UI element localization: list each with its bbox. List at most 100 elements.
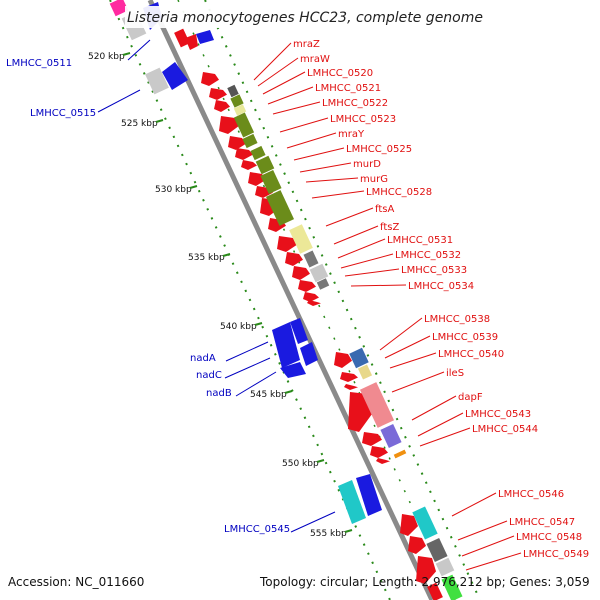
feature-segment [265,190,295,226]
forward-gene-arrow [298,280,316,292]
label-leader-line [337,238,386,259]
feature-segment [233,112,255,138]
forward-gene-arrow [277,236,297,252]
label-leader-line [262,71,306,95]
forward-gene-label: ftsZ [380,222,399,233]
title-background [125,6,470,28]
scale-tick-label: 530 kbp [155,185,192,195]
forward-gene-label: LMHCC_0531 [387,235,453,246]
forward-gene-arrow [241,160,257,170]
forward-gene-label: LMHCC_0525 [346,144,412,155]
forward-gene-label: LMHCC_0539 [432,332,498,343]
label-leader-line [286,132,337,149]
feature-segment [426,537,448,563]
label-leader-line [411,395,457,421]
label-leader-line [340,253,394,269]
reverse-gene-label: nadB [206,388,232,399]
reverse-gene-arrow [290,318,308,344]
scale-tick-label: 520 kbp [88,52,125,62]
forward-gene-label: ileS [446,368,464,379]
label-leader-line [272,101,321,115]
forward-gene-label: LMHCC_0549 [523,549,589,560]
feature-segment [233,104,247,116]
reverse-gene-label: nadC [196,370,222,381]
label-leader-line [384,335,431,359]
forward-gene-label: mraZ [293,39,320,50]
forward-gene-block [427,582,443,600]
scale-tick-label: 545 kbp [250,390,287,400]
feature-segment [412,506,438,540]
reverse-gene-arrow [162,62,188,90]
label-leader-line [417,412,464,437]
forward-gene-label: LMHCC_0533 [401,265,467,276]
forward-gene-label: murD [353,159,381,170]
label-leader-line [311,190,365,199]
forward-gene-label: dapF [458,392,483,403]
forward-gene-arrow [340,372,358,382]
reverse-gene-arrow [196,30,214,44]
label-leader-line [97,89,141,113]
reverse-gene-arrow [300,342,318,366]
forward-gene-arrow [303,292,319,302]
feature-segment [289,224,313,254]
forward-gene-arrow [370,446,388,458]
forward-gene-arrow [344,384,358,390]
scale-tick-label: 555 kbp [310,529,347,539]
label-leader-line [224,357,271,379]
forward-gene-label: LMHCC_0521 [315,83,381,94]
label-leader-line [391,371,445,393]
feature-block [145,67,169,95]
feature-segment [380,423,402,449]
feature-segment [255,155,275,175]
feature-segment [316,278,330,290]
scale-tick-mark [189,185,198,189]
forward-gene-arrow [334,352,352,368]
scale-tick-mark [222,253,231,257]
forward-gene-arrow [292,266,310,280]
feature-segment [309,263,329,283]
label-leader-line [235,371,277,397]
genome-backbone [147,0,435,600]
label-leader-line [419,427,471,447]
label-leader-line [379,317,423,351]
reverse-gene-label: LMHCC_0515 [30,108,96,119]
label-leader-line [253,42,292,81]
feature-layer [109,0,463,600]
forward-gene-label: LMHCC_0528 [366,187,432,198]
label-leader-line [344,268,400,277]
reverse-gene-arrow [280,362,306,378]
forward-gene-arrow [214,100,230,112]
feature-segment [357,364,373,380]
label-leader-line [350,284,407,287]
label-leader-line [225,341,269,362]
feature-segment [230,94,244,108]
forward-gene-arrow [376,458,390,464]
accession-text: Accession: NC_011660 [8,575,144,589]
forward-gene-label: LMHCC_0538 [424,314,490,325]
right-dotted-track [204,0,481,600]
scale-tick-mark [284,390,293,394]
forward-gene-label: LMHCC_0543 [465,409,531,420]
forward-gene-arrow [307,300,321,306]
label-leader-line [267,86,314,105]
forward-gene-arrow [285,252,303,266]
scale-tick-mark [316,459,325,463]
forward-gene-arrow [185,34,198,50]
label-leader-line [279,117,329,133]
forward-gene-label: LMHCC_0544 [472,424,538,435]
reverse-gene-label: nadA [190,353,216,364]
forward-gene-arrow [235,148,253,160]
scale-tick-label: 540 kbp [220,322,257,332]
forward-gene-label: LMHCC_0534 [408,281,474,292]
feature-segment [435,557,455,577]
forward-gene-label: LMHCC_0540 [438,349,504,360]
reverse-gene-arrow [272,322,300,368]
label-leader-line [305,177,359,183]
feature-segment [303,250,319,268]
forward-gene-label: murG [360,174,388,185]
gene-labels: LMHCC_0511LMHCC_0515nadAnadCnadBLMHCC_05… [6,39,589,571]
forward-gene-arrow [400,514,418,536]
label-leader-line [461,535,515,557]
feature-segment [260,169,282,195]
